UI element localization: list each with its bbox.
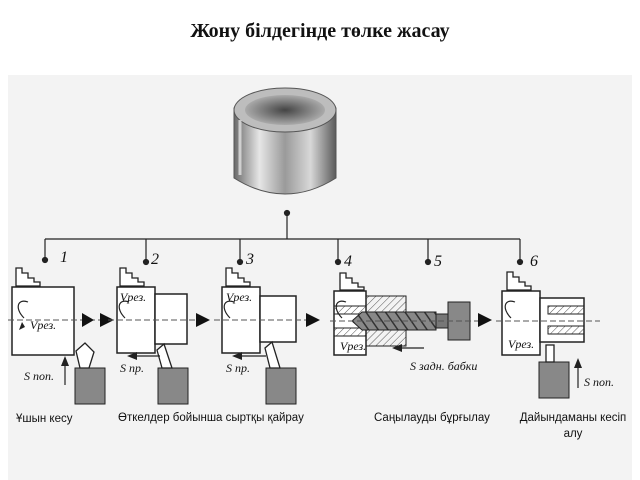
step-3-speed-label: Vрез.: [226, 290, 252, 304]
step-number-5: 5: [434, 253, 442, 270]
step-3-feed-label: S пр.: [226, 361, 250, 375]
process-tree-lines: [41, 209, 524, 266]
caption-parting-off: Дайындаманы кесіп алу: [519, 412, 627, 440]
transition-arrow: [306, 313, 320, 327]
page-title: Жону білдегінде төлке жасау: [190, 20, 450, 42]
step-3-turning-illustration: [214, 267, 310, 405]
step-1-feed-label: S поп.: [24, 369, 54, 383]
step-1-speed-label: Vрез.: [30, 318, 56, 332]
step-number-1: 1: [60, 249, 68, 266]
step-number-6: 6: [530, 253, 538, 270]
caption-outer-turning: Өткелдер бойынша сыртқы қайрау: [118, 412, 304, 424]
step-4-speed-label: Vрез.: [340, 339, 366, 353]
caption-facing: Ұшын кесу: [16, 413, 73, 425]
step-4-drilling-illustration: [330, 272, 484, 356]
step-2-feed-label: S пр.: [120, 361, 144, 375]
step-2-speed-label: Vрез.: [120, 290, 146, 304]
step-number-3: 3: [245, 251, 254, 268]
transition-arrow: [478, 313, 492, 327]
step-1-facing-illustration: [8, 267, 106, 405]
step-6-parting-illustration: [496, 271, 600, 399]
step-6-speed-label: Vрез.: [508, 337, 534, 351]
bushing-part-image: [233, 87, 337, 195]
transition-arrow: [196, 313, 210, 327]
step-4-feed-label: S задн. бабки: [410, 359, 477, 373]
step-number-2: 2: [151, 251, 159, 268]
step-number-4: 4: [344, 253, 352, 270]
transition-arrow: [100, 313, 114, 327]
step-6-feed-label: S поп.: [584, 375, 614, 389]
caption-drilling: Саңылауды бұрғылау: [374, 412, 490, 424]
step-2-turning-illustration: [108, 267, 200, 405]
